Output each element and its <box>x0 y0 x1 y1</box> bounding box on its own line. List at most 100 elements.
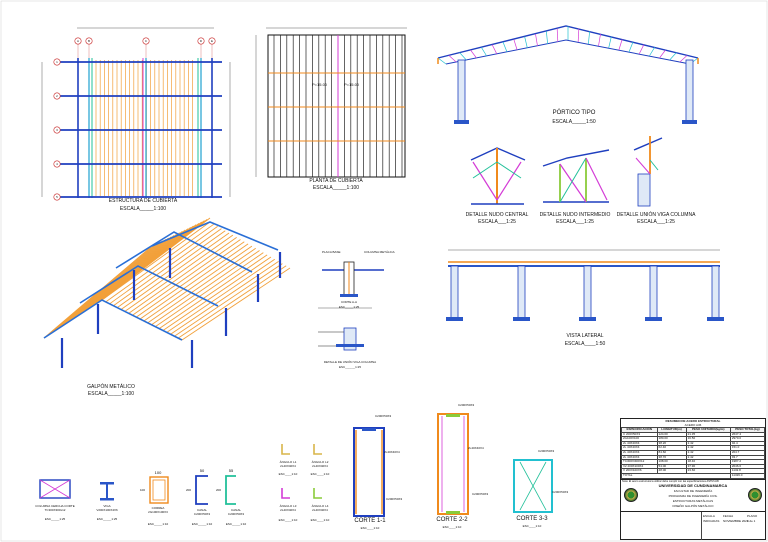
steel-total-value: 11326.0 <box>729 472 766 479</box>
vista-lateral <box>446 249 724 321</box>
corte1-tag-bot: C200X50X3 <box>386 497 403 501</box>
section-canal1-dim-top: 50 <box>199 468 205 473</box>
university-seal-icon <box>624 488 638 502</box>
galpon-title: GALPÓN METÁLICO <box>87 384 135 390</box>
anclaje-label-b: COLUMNA METÁLICA <box>364 250 395 254</box>
estructura-scale: ESCALA_____1:100 <box>119 206 167 212</box>
roof-purlin-line <box>139 243 249 320</box>
section-canal1-title: CANAL <box>196 508 208 512</box>
detail-scale-1: ESCALA___1:25 <box>478 219 516 225</box>
axis-bubble-e: E <box>210 39 214 43</box>
date-value: NOVIEMBRE 2020 <box>723 519 749 523</box>
vista-lateral-title: VISTA LATERAL <box>566 333 604 339</box>
corte3-tag-bot: C200X50X3 <box>552 490 569 494</box>
roof-purlin-line <box>151 250 260 326</box>
angle-l4-scale: ESC____1:10 <box>310 518 330 522</box>
faculty-seal-icon <box>748 488 762 502</box>
angle-l2-scale: ESC____1:10 <box>310 472 330 476</box>
corte3-tag-top: C200X50X3 <box>538 449 555 453</box>
steel-note: Nota: El acero estructural a utilizar de… <box>622 479 719 483</box>
truss-web-line <box>545 31 549 45</box>
section-canal1-spec: C200X50X3 <box>193 512 211 516</box>
project-name: ESTRUCTURAS METÁLICAS <box>672 499 714 503</box>
anclaje-scale: ESC_____1:25 <box>338 305 360 309</box>
anclaje-label-c: DETALLE DE UNIÓN VIGA COLUMNA <box>323 360 377 364</box>
galpon-scale: ESCALA_____1:100 <box>87 391 135 397</box>
truss-web-line <box>587 31 591 45</box>
axis-bubble-2: 2 <box>56 94 58 98</box>
section-canal1-scale: ESC_____1:10 <box>191 522 213 526</box>
detail-title-2: DETALLE NUDO INTERMEDIO <box>539 212 611 218</box>
axis-bubble-d: D <box>199 39 203 43</box>
roof-purlin-line <box>162 256 272 331</box>
axis-bubble-c: C <box>144 39 148 43</box>
sheet-info: ESCALA INDICADAS FECHA NOVIEMBRE 2020 PL… <box>621 511 765 540</box>
section-correa-spec: 2G100X100X3 <box>148 510 168 514</box>
section-canal2-dim-top: 55 <box>228 468 234 473</box>
sheet-number: 1 de 1 <box>747 519 756 523</box>
roof-purlin-line <box>113 228 222 307</box>
institution-block: UNIVERSIDAD DE CUNDINAMARCA FACULTAD DE … <box>621 479 765 512</box>
galpon-metalico-3d <box>43 217 291 368</box>
section-canal1-dim-side: 200 <box>186 488 192 492</box>
truss-web-line <box>669 52 677 61</box>
truss-web-line <box>481 47 487 57</box>
truss-web-line <box>638 44 645 55</box>
estructura-cubierta-plan <box>41 27 231 201</box>
truss-web-line <box>448 55 457 63</box>
corte1-scale: ESC____1:10 <box>360 526 380 530</box>
truss-web-line <box>470 49 477 59</box>
section-correa-dim-top: 100 <box>154 470 162 475</box>
truss-web-line <box>598 33 601 47</box>
axis-bubble-1: 1 <box>56 60 58 64</box>
corte2-tag-top: C200X50X3 <box>458 403 475 407</box>
detail-title-3: DETALLE UNIÓN VIGA COLUMNA <box>616 212 696 218</box>
truss-web-line <box>524 36 528 49</box>
program-name: PROGRAMA DE INGENIERÍA CIVIL <box>668 494 718 498</box>
corte-2-2 <box>437 413 469 515</box>
detalle-union-viga-columna <box>633 136 663 207</box>
corte3-title: CORTE 3-3 <box>516 516 548 522</box>
university-name: UNIVERSIDAD DE CUNDINAMARCA <box>658 483 728 488</box>
roof-purlin-line <box>136 241 245 318</box>
roof-purlin-line <box>143 245 253 322</box>
axis-bubble-b: B <box>87 39 91 43</box>
anclaje-label-a: PLACA BASE <box>322 250 341 254</box>
slope-right-label: P=15.00 <box>344 82 360 87</box>
angle-l2-spec: 2L40X40X4 <box>312 464 328 468</box>
detalle-anclaje <box>318 261 384 351</box>
section-viga-spec: V200X100X4X6 <box>96 508 118 512</box>
title-block: RESUMEN DE ACERO ESTRUCTURAL ACERO A36 E… <box>620 418 766 540</box>
section-viga-scale: ESC_____1:25 <box>96 517 118 521</box>
roof-purlin-line <box>101 217 211 301</box>
detail-title-1: DETALLE NUDO CENTRAL <box>465 212 529 218</box>
truss-web-line <box>535 33 538 47</box>
scale-label: ESCALA <box>703 514 715 518</box>
corte1-tag-top: C200X50X3 <box>375 414 392 418</box>
roof-purlin-line <box>109 226 218 305</box>
corte-1-1 <box>353 427 385 517</box>
truss-web-line <box>459 52 467 61</box>
truss-web-line <box>608 36 612 49</box>
roof-purlin-line <box>158 254 268 329</box>
roof-purlin-line <box>147 247 256 324</box>
date-label: FECHA <box>723 514 734 518</box>
angle-l3-scale: ESC____1:10 <box>278 518 298 522</box>
corte2-scale: ESC____1:10 <box>442 525 462 529</box>
faculty-name: FACULTAD DE INGENIERÍA <box>673 489 713 493</box>
planta-cubierta <box>255 27 407 178</box>
seccion-columna <box>39 479 71 499</box>
angle-l3-title: ÁNGULO L3 <box>279 504 297 508</box>
angle-l2-title: ÁNGULO L2 <box>311 460 329 464</box>
roof-purlin-line <box>101 221 211 301</box>
truss-web-line <box>437 57 447 65</box>
section-correa-title: CORREA <box>151 506 165 510</box>
planta-scale: ESCALA_____1:100 <box>312 185 360 191</box>
section-canal2-spec: C200X50X3 <box>227 512 245 516</box>
portico-tipo <box>437 25 699 124</box>
truss-web-line <box>556 28 559 43</box>
truss-web-line <box>628 41 634 53</box>
steel-table-sub: ACERO A36 <box>684 423 702 427</box>
section-correa-dim-side: 100 <box>140 488 146 492</box>
